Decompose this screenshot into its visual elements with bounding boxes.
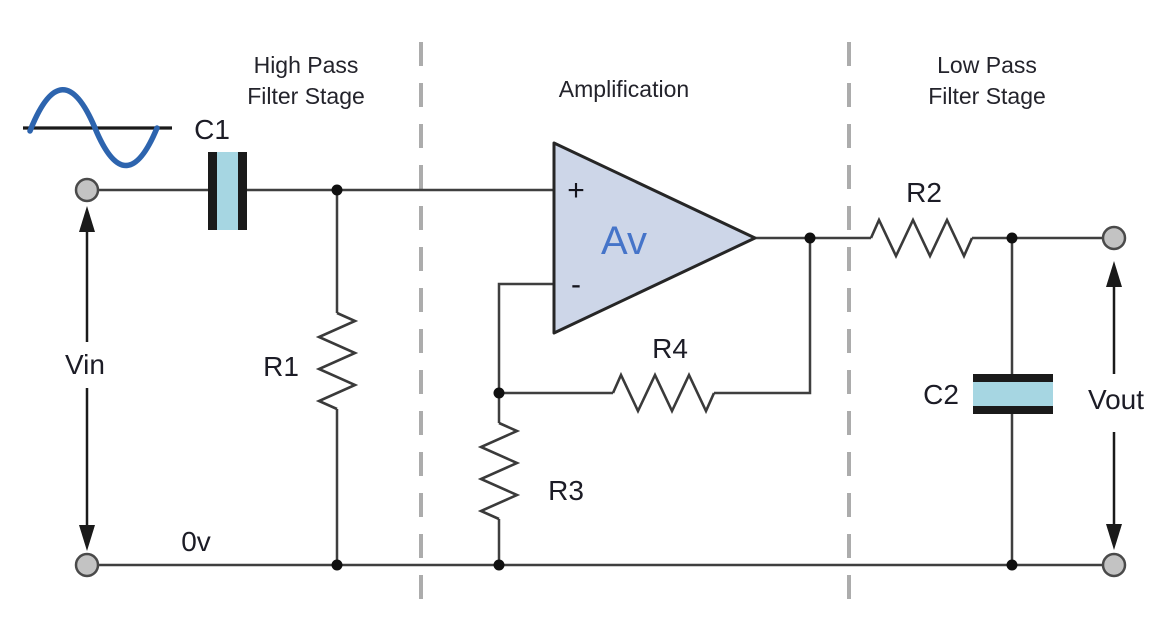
output-terminal-top [1101,225,1127,251]
label-r3: R3 [548,475,584,506]
capacitor-c2 [973,374,1053,414]
c1-plate-left [208,152,217,230]
stage-title-low-pass-line1: Low Pass [937,52,1037,78]
vin-arrowhead-up [79,206,95,232]
vout-arrowhead-up [1106,261,1122,287]
label-r2: R2 [906,177,942,208]
resistor-r3 [477,421,521,521]
label-c2: C2 [923,379,959,410]
stage-title-high-pass-line1: High Pass [254,52,359,78]
resistor-r4 [611,371,716,415]
stage-title-amplification: Amplification [559,76,689,102]
label-c1: C1 [194,114,230,145]
junction-rail-r1 [331,559,343,571]
label-r1: R1 [263,351,299,382]
input-terminal-bottom [74,552,100,578]
vin-arrow [79,206,95,551]
c2-dielectric [973,380,1053,408]
resistor-r2 [869,216,974,260]
opamp-minus-input-label: - [571,268,581,301]
c1-plate-right [238,152,247,230]
wire-opamp-minus-feedback [497,282,554,393]
vout-arrowhead-down [1106,524,1122,550]
opamp-gain-label: Av [601,219,647,263]
c1-dielectric [217,152,238,230]
sine-wave-icon [23,87,172,169]
junction-output-feedback [804,232,816,244]
stage-title-high-pass-line2: Filter Stage [247,83,365,109]
output-terminal-bottom [1101,552,1127,578]
vin-arrowhead-down [79,525,95,551]
label-vout: Vout [1088,384,1144,415]
stage-title-low-pass-line2: Filter Stage [928,83,1046,109]
resistor-r1 [315,311,359,411]
junction-rail-r3 [493,559,505,571]
wire-r4-to-output-node [714,238,812,395]
junction-r2-c2 [1006,232,1018,244]
capacitor-c1 [208,152,247,230]
opamp-plus-input-label: + [567,174,585,207]
c2-plate-top [973,374,1053,382]
c2-plate-bottom [973,406,1053,414]
junction-c1-r1 [331,184,343,196]
label-vin: Vin [65,349,105,380]
junction-rail-c2 [1006,559,1018,571]
input-terminal-top [74,177,100,203]
label-r4: R4 [652,333,688,364]
label-ground-0v: 0v [181,526,211,557]
opamp-triangle [552,141,757,335]
junction-r3-r4 [493,387,505,399]
sine-curve [27,87,160,169]
vout-arrow [1106,261,1122,550]
